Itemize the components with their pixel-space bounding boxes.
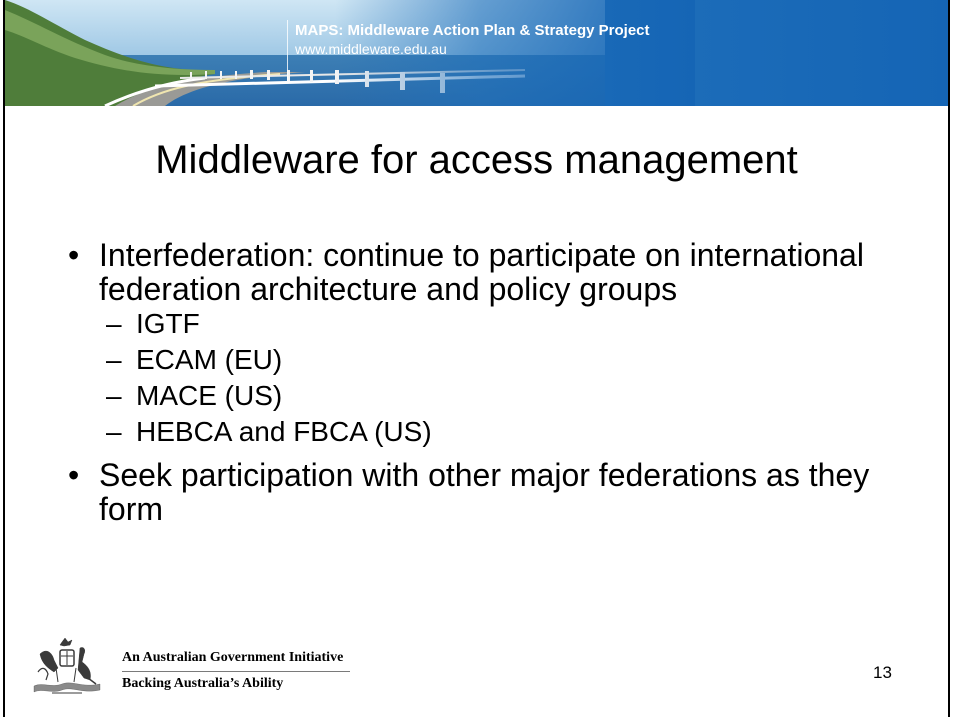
bullet-item: • Interfederation: continue to participa… <box>68 238 908 306</box>
sub-bullet-item: – MACE (US) <box>68 378 908 414</box>
sub-bullet-text: IGTF <box>136 308 200 339</box>
slide-border-right <box>948 0 950 717</box>
dash-marker: – <box>106 344 122 375</box>
dash-marker: – <box>106 416 122 447</box>
bullet-marker: • <box>68 237 80 273</box>
bullet-list: • Interfederation: continue to participa… <box>68 238 908 526</box>
bullet-marker: • <box>68 457 80 493</box>
government-initiative-label: An Australian Government Initiative <box>122 650 344 665</box>
dash-marker: – <box>106 308 122 339</box>
bullet-text: Seek participation with other major fede… <box>99 457 870 527</box>
sub-bullet-text: MACE (US) <box>136 380 283 411</box>
dash-marker: – <box>106 380 122 411</box>
page-number: 13 <box>873 663 892 682</box>
sub-bullet-item: – IGTF <box>68 306 908 342</box>
sub-bullet-item: – ECAM (EU) <box>68 342 908 378</box>
footer-divider <box>122 671 350 672</box>
slide-border-left <box>3 0 5 717</box>
bullet-item: • Seek participation with other major fe… <box>68 458 908 526</box>
banner-fade <box>335 0 695 106</box>
backing-australia-label: Backing Australia’s Ability <box>122 676 284 691</box>
sub-bullet-text: HEBCA and FBCA (US) <box>136 416 432 447</box>
sub-bullet-text: ECAM (EU) <box>136 344 283 375</box>
bullet-text: Interfederation: continue to participate… <box>99 237 864 307</box>
project-url[interactable]: www.middleware.edu.au <box>295 41 447 57</box>
project-title: MAPS: Middleware Action Plan & Strategy … <box>295 22 650 39</box>
slide-title: Middleware for access management <box>155 138 798 182</box>
header-banner: MAPS: Middleware Action Plan & Strategy … <box>5 0 948 106</box>
banner-divider <box>287 20 288 82</box>
sub-bullet-item: – HEBCA and FBCA (US) <box>68 414 908 450</box>
australian-coat-of-arms-icon <box>33 638 101 694</box>
